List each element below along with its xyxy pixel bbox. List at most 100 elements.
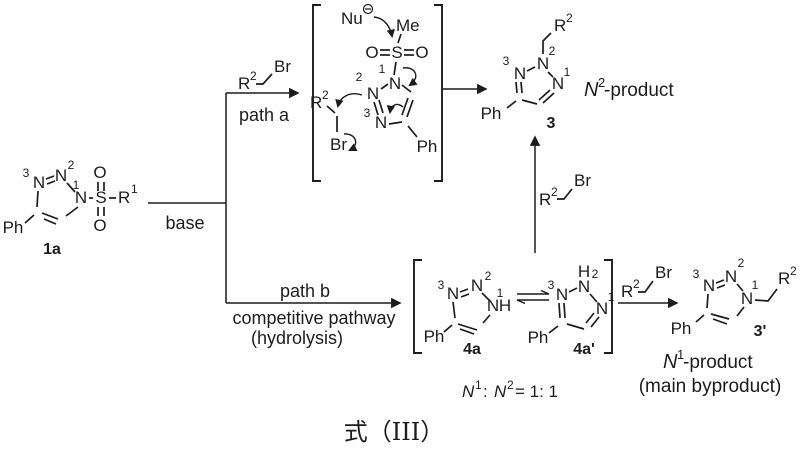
- r2-superscript: 2: [633, 277, 640, 291]
- locant-2: 2: [738, 256, 745, 270]
- locant-1: 1: [379, 62, 386, 76]
- ratio-caption: N 1 : N 2 = 1: 1: [462, 378, 558, 401]
- left-bracket: [413, 259, 422, 354]
- atom-n3: N: [514, 64, 526, 83]
- bond: [397, 33, 402, 44]
- double-bond-line: [515, 81, 518, 94]
- r2-label: R: [554, 16, 566, 35]
- double-bond-line: [585, 312, 595, 324]
- double-bond-line: [457, 323, 478, 331]
- locant-1: 1: [752, 278, 759, 292]
- nucleophile-label: Nu: [341, 9, 363, 28]
- r1-superscript: 1: [131, 182, 138, 196]
- n2-product-suffix: -product: [604, 80, 674, 101]
- atom-n2: N: [725, 267, 737, 286]
- competitive-pathway-label: competitive pathway: [232, 308, 395, 328]
- bond: [736, 283, 744, 292]
- double-bond-line: [563, 302, 566, 319]
- bond: [401, 84, 412, 93]
- phenyl-label: Ph: [424, 327, 445, 346]
- double-bond-line: [459, 328, 475, 335]
- path-b-label: path b: [280, 281, 330, 301]
- double-bond-line: [542, 92, 555, 104]
- bond: [638, 280, 654, 293]
- bond: [326, 105, 336, 114]
- triazole-ring-bonds: [515, 66, 555, 105]
- double-bond-line: [558, 302, 561, 319]
- bond: [706, 293, 709, 309]
- r2-superscript: 2: [566, 11, 573, 25]
- locant-1: 1: [73, 178, 80, 192]
- compound-label-3-prime: 3': [754, 323, 767, 340]
- locant-3: 3: [548, 278, 555, 292]
- r2-superscript: 2: [250, 69, 257, 83]
- double-bond-line: [712, 318, 728, 325]
- locant-2: 2: [68, 158, 75, 172]
- atom-o-top: O: [93, 163, 106, 182]
- double-bond-line: [538, 89, 551, 101]
- atom-n3: N: [556, 285, 568, 304]
- n1-alkyl-chain: R 2: [754, 264, 797, 302]
- double-bond-line: [590, 316, 600, 328]
- bond-to-phenyl: [695, 314, 705, 323]
- br-label: Br: [655, 263, 672, 282]
- curved-arrow-n1: [402, 67, 418, 87]
- compound-4a: 3 N N 2 1 N H Ph 4a: [424, 269, 512, 358]
- right-bracket: [434, 4, 443, 182]
- atom-n2: N: [367, 84, 379, 103]
- bond-to-phenyl: [548, 325, 559, 334]
- double-bond-line: [460, 293, 470, 298]
- n2-alkyl-chain: R 2: [542, 11, 573, 54]
- hydrolysis-label: (hydrolysis): [251, 328, 343, 348]
- curved-arrow-br-leaving: [343, 133, 358, 151]
- locant-1: 1: [564, 65, 571, 79]
- bond: [557, 188, 573, 200]
- bond: [256, 73, 273, 85]
- locant-3: 3: [23, 166, 30, 180]
- alkylation-arrow-up: R 2 Br: [529, 135, 591, 253]
- double-bond-line: [406, 99, 414, 118]
- double-bond-line: [710, 313, 730, 320]
- locant-1: 1: [497, 286, 504, 300]
- double-bond-line: [401, 97, 409, 116]
- r2-superscript: 2: [790, 264, 797, 278]
- locant-3: 3: [438, 278, 445, 292]
- phenyl-label: Ph: [481, 104, 502, 123]
- double-bond-line: [373, 101, 379, 116]
- br-label: Br: [274, 57, 291, 76]
- atom-n2: N: [578, 277, 590, 296]
- bond: [380, 83, 389, 90]
- scheme-title: 式（III）: [344, 418, 444, 446]
- right-bracket: [604, 259, 613, 354]
- phenyl-label: Ph: [417, 137, 438, 156]
- main-byproduct-label: (main byproduct): [639, 376, 782, 397]
- ratio-n1: N: [462, 382, 475, 401]
- left-bracket: [312, 4, 321, 182]
- bond: [542, 32, 552, 54]
- phenyl-label: Ph: [671, 319, 692, 338]
- ratio-n2-sup: 2: [507, 378, 514, 392]
- atom-n3: N: [703, 276, 715, 295]
- tautomer-bracket: 3 N N 2 1 N H Ph 4a 3: [413, 259, 615, 358]
- bond: [568, 287, 578, 293]
- r2-label: R: [539, 190, 551, 209]
- alkyl-bromide-electrophile: R 2 Br: [310, 88, 347, 154]
- equilibrium-arrows: [516, 289, 550, 305]
- path-a: path a R 2 Br: [226, 57, 300, 125]
- atom-n1: N: [487, 296, 499, 315]
- phenyl-label: Ph: [528, 328, 549, 347]
- n1-product-suffix: -product: [683, 352, 753, 373]
- triazole-ring-bonds: [373, 83, 414, 125]
- r2-label: R: [621, 282, 633, 301]
- locant-2: 2: [592, 267, 599, 281]
- bond: [388, 121, 403, 125]
- double-bond-line: [46, 180, 56, 185]
- compound-label-4a: 4a: [463, 341, 481, 358]
- bond: [754, 288, 778, 302]
- bond: [452, 301, 456, 319]
- double-bond-line: [459, 288, 469, 293]
- curved-arrow-nu-attack: [373, 16, 395, 39]
- sulfonyl-o-s-o: O S O: [365, 43, 428, 62]
